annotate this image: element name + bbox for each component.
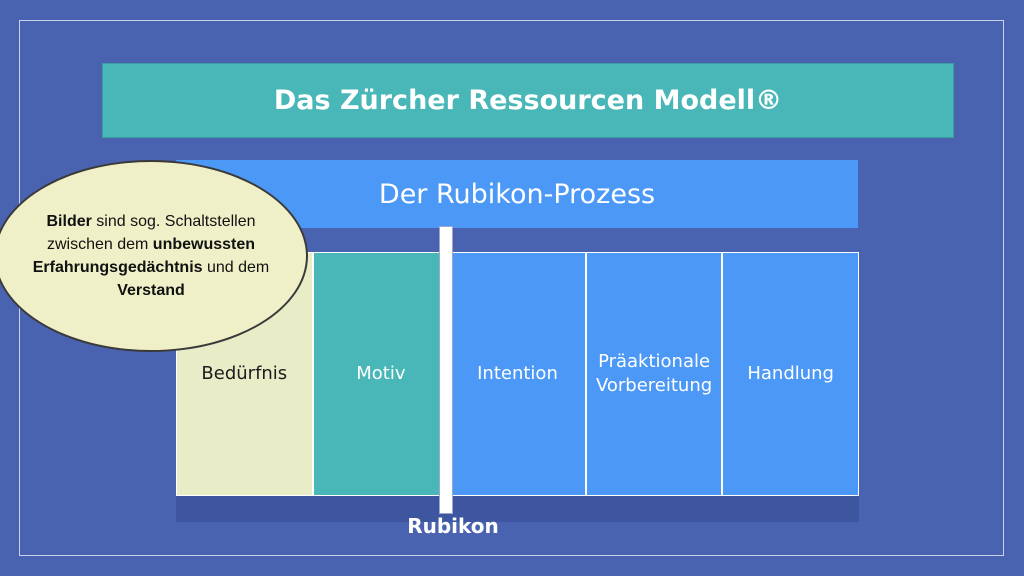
callout-bold-bilder: Bilder: [46, 212, 92, 230]
callout-text-part2: sind sog. Schaltstellen zwischen dem: [46, 212, 256, 253]
process-title: Der Rubikon-Prozess: [378, 178, 656, 210]
phase-praeaktionale-vorbereitung: Präaktionale Vorbereitung: [585, 252, 723, 496]
phase-motiv: Motiv: [312, 252, 450, 496]
rubikon-divider: [439, 226, 453, 514]
phase-intention: Intention: [449, 252, 586, 496]
phase-shadow: [176, 496, 859, 522]
slide-title: Das Zürcher Ressourcen Modell®: [273, 85, 783, 116]
callout-bold-unbewusst: unbewussten Erfahrungsgedächtnis: [32, 235, 256, 276]
callout-text: Bilder sind sog. Schaltstellen zwischen …: [31, 210, 271, 303]
phase-row: Bedürfnis Motiv Intention Präaktionale V…: [176, 252, 859, 496]
title-banner: Das Zürcher Ressourcen Modell®: [102, 63, 954, 138]
phase-handlung: Handlung: [722, 252, 859, 496]
callout-text-part4: und dem: [202, 259, 270, 276]
callout-bold-verstand: Verstand: [117, 282, 185, 300]
callout-bubble: Bilder sind sog. Schaltstellen zwischen …: [0, 160, 308, 352]
rubikon-label: Rubikon: [407, 514, 499, 538]
